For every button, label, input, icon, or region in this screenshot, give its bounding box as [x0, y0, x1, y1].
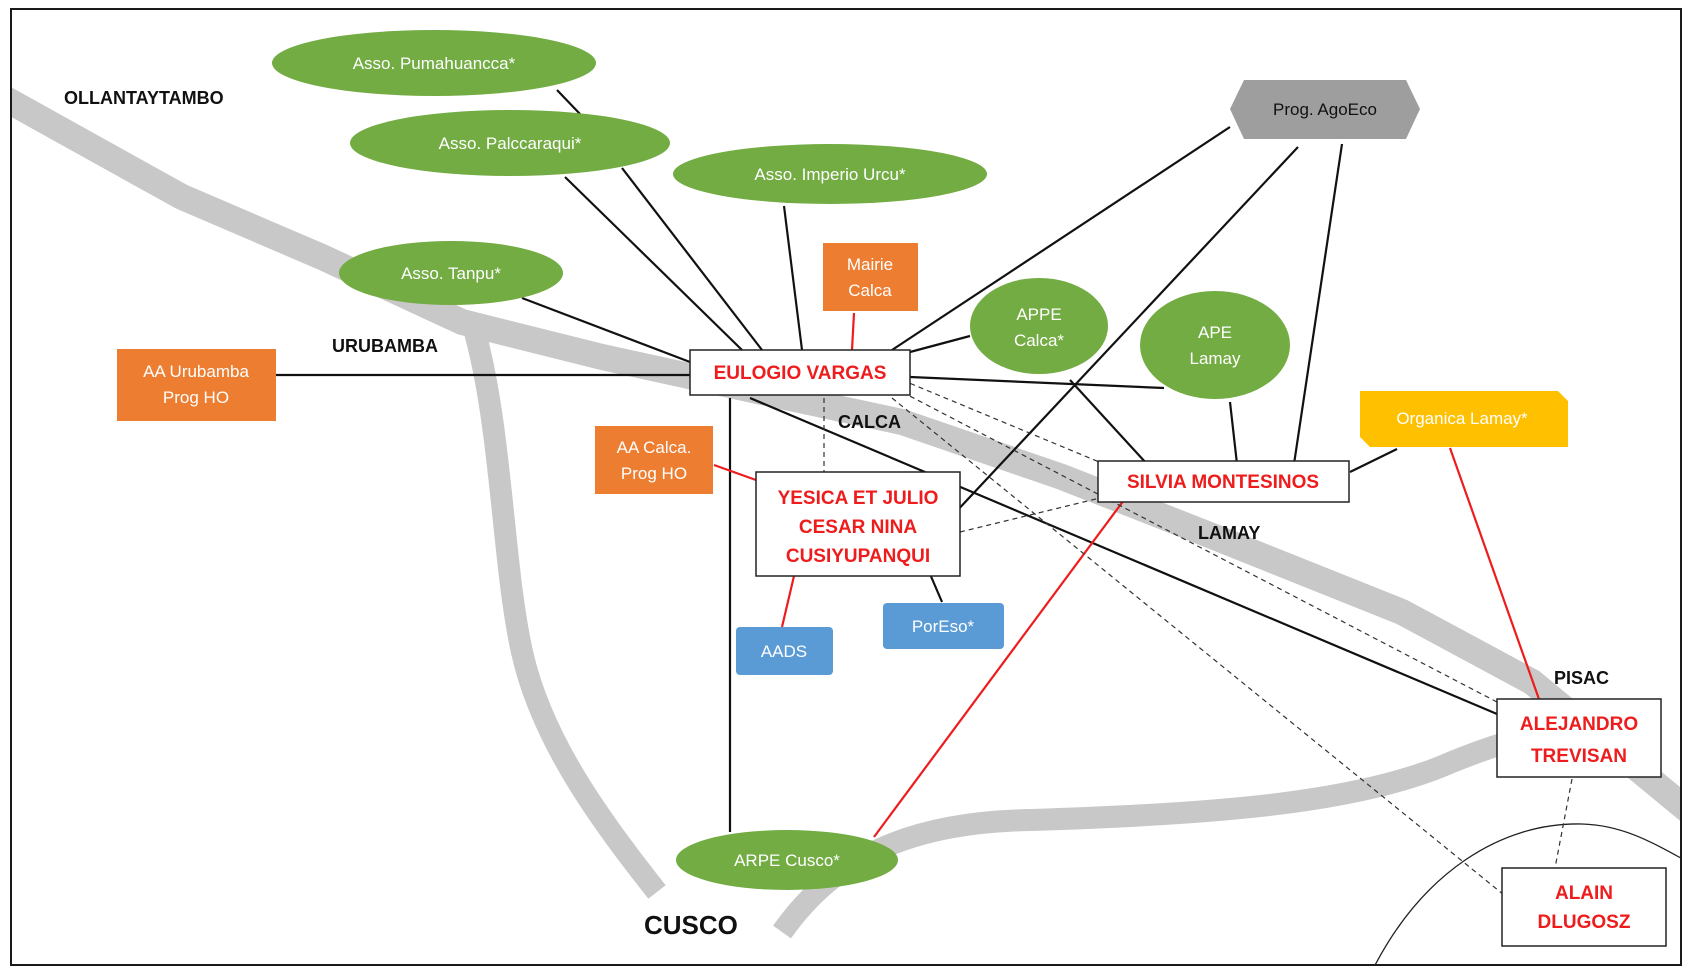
- svg-text:ARPE Cusco*: ARPE Cusco*: [734, 851, 840, 870]
- svg-text:Prog HO: Prog HO: [621, 464, 687, 483]
- road-cusco-pisac: [773, 721, 1564, 939]
- svg-text:ALEJANDRO: ALEJANDRO: [1520, 714, 1638, 735]
- institutions: Mairie Calca AA Urubamba Prog HO AA Calc…: [117, 80, 1568, 675]
- svg-text:Asso. Tanpu*: Asso. Tanpu*: [401, 264, 501, 283]
- node-silvia-montesinos: SILVIA MONTESINOS: [1097, 460, 1350, 503]
- svg-text:Asso. Imperio Urcu*: Asso. Imperio Urcu*: [754, 165, 906, 184]
- svg-text:CESAR NINA: CESAR NINA: [799, 517, 918, 538]
- actor-network-diagram: OLLANTAYTAMBO URUBAMBA CALCA LAMAY PISAC…: [12, 30, 1680, 964]
- link-silvia-organica: [1349, 448, 1398, 473]
- link-dash-alejandro-alain: [1554, 778, 1573, 869]
- links: [276, 89, 1573, 896]
- svg-text:Asso. Palccaraqui*: Asso. Palccaraqui*: [439, 134, 582, 153]
- svg-text:Mairie: Mairie: [847, 255, 893, 274]
- place-urubamba: URUBAMBA: [332, 336, 438, 356]
- node-yesica-julio: YESICA ET JULIO CESAR NINA CUSIYUPANQUI: [755, 471, 961, 577]
- road-urubamba-cusco: [461, 318, 666, 899]
- link-eulogio-alejandro: [749, 396, 1498, 716]
- place-pisac: PISAC: [1554, 668, 1609, 688]
- node-appe-calca: APPE Calca*: [970, 278, 1108, 374]
- svg-text:TREVISAN: TREVISAN: [1531, 746, 1627, 767]
- svg-text:AA Urubamba: AA Urubamba: [143, 362, 249, 381]
- link-silvia-arpe: [873, 499, 1125, 838]
- node-arpe-cusco: ARPE Cusco*: [676, 830, 898, 890]
- link-aacalca-yesica: [713, 463, 757, 482]
- svg-text:SILVIA MONTESINOS: SILVIA MONTESINOS: [1127, 472, 1319, 493]
- svg-text:Asso. Pumahuancca*: Asso. Pumahuancca*: [353, 54, 516, 73]
- svg-text:Prog HO: Prog HO: [163, 388, 229, 407]
- node-poreso: PorEso*: [883, 603, 1004, 649]
- node-ape-lamay: APE Lamay: [1140, 291, 1290, 399]
- link-imperio-eulogio: [782, 205, 804, 351]
- link-ape-silvia: [1228, 401, 1239, 465]
- svg-text:APPE: APPE: [1016, 305, 1061, 324]
- svg-text:Calca: Calca: [848, 281, 892, 300]
- link-dash-eulogio-alejandro: [901, 391, 1498, 703]
- link-organica-alejandro: [1448, 447, 1542, 703]
- diagram-frame: OLLANTAYTAMBO URUBAMBA CALCA LAMAY PISAC…: [10, 8, 1682, 966]
- node-aads: AADS: [736, 627, 833, 675]
- node-aa-calca: AA Calca. Prog HO: [595, 426, 713, 494]
- svg-text:Organica Lamay*: Organica Lamay*: [1396, 409, 1528, 428]
- svg-text:ALAIN: ALAIN: [1555, 883, 1613, 904]
- place-ollantaytambo: OLLANTAYTAMBO: [64, 88, 224, 108]
- link-mairie-eulogio: [850, 312, 856, 351]
- node-asso-pumahuancca: Asso. Pumahuancca*: [272, 30, 596, 96]
- link-pumahuancca-palccaraqui: [556, 89, 581, 115]
- svg-text:APE: APE: [1198, 323, 1232, 342]
- node-asso-tanpu: Asso. Tanpu*: [339, 241, 563, 305]
- place-cusco: CUSCO: [644, 910, 738, 940]
- link-agoeco-yesica: [953, 146, 1299, 515]
- link-dash-eulogio-silvia: [901, 379, 1105, 465]
- node-aa-urubamba: AA Urubamba Prog HO: [117, 349, 276, 421]
- node-mairie-calca: Mairie Calca: [823, 243, 918, 311]
- people: EULOGIO VARGAS YESICA ET JULIO CESAR NIN…: [689, 349, 1667, 947]
- road-circle-arc: [1375, 823, 1680, 964]
- link-eulogio-appe: [909, 334, 971, 354]
- node-asso-imperio-urcu: Asso. Imperio Urcu*: [673, 144, 987, 204]
- svg-text:EULOGIO VARGAS: EULOGIO VARGAS: [714, 363, 887, 384]
- node-prog-agoeco: Prog. AgoEco: [1230, 80, 1420, 139]
- place-lamay: LAMAY: [1198, 523, 1260, 543]
- place-labels: OLLANTAYTAMBO URUBAMBA CALCA LAMAY PISAC…: [64, 88, 1609, 940]
- link-palccaraqui-eulogio: [621, 167, 763, 351]
- link-agoeco-silvia: [1292, 143, 1344, 465]
- node-alejandro-trevisan: ALEJANDRO TREVISAN: [1496, 698, 1662, 778]
- node-eulogio-vargas: EULOGIO VARGAS: [689, 349, 911, 396]
- link-appe-silvia: [1069, 379, 1148, 465]
- svg-text:Prog. AgoEco: Prog. AgoEco: [1273, 100, 1377, 119]
- link-tanpu-eulogio: [521, 296, 691, 364]
- node-asso-palccaraqui: Asso. Palccaraqui*: [350, 110, 670, 176]
- road-main: [12, 87, 1680, 821]
- link-palccaraqui-eulogio-2: [564, 176, 743, 351]
- svg-text:CUSIYUPANQUI: CUSIYUPANQUI: [786, 546, 930, 567]
- svg-text:Lamay: Lamay: [1189, 349, 1241, 368]
- link-eulogio-agoeco: [891, 126, 1231, 351]
- svg-text:YESICA ET JULIO: YESICA ET JULIO: [778, 488, 939, 509]
- svg-text:DLUGOSZ: DLUGOSZ: [1538, 912, 1631, 933]
- link-yesica-poreso: [928, 573, 944, 603]
- node-organica-lamay: Organica Lamay*: [1360, 391, 1568, 447]
- place-calca: CALCA: [838, 412, 901, 432]
- link-dash-yesica-silvia: [959, 497, 1101, 533]
- svg-text:Calca*: Calca*: [1014, 331, 1064, 350]
- svg-text:AA Calca.: AA Calca.: [617, 438, 692, 457]
- link-eulogio-ape: [909, 375, 1165, 390]
- svg-text:PorEso*: PorEso*: [912, 617, 975, 636]
- link-yesica-aads: [780, 575, 796, 628]
- associations: Asso. Pumahuancca* Asso. Palccaraqui* As…: [272, 30, 1290, 890]
- svg-text:AADS: AADS: [761, 642, 807, 661]
- node-alain-dlugosz: ALAIN DLUGOSZ: [1501, 867, 1667, 947]
